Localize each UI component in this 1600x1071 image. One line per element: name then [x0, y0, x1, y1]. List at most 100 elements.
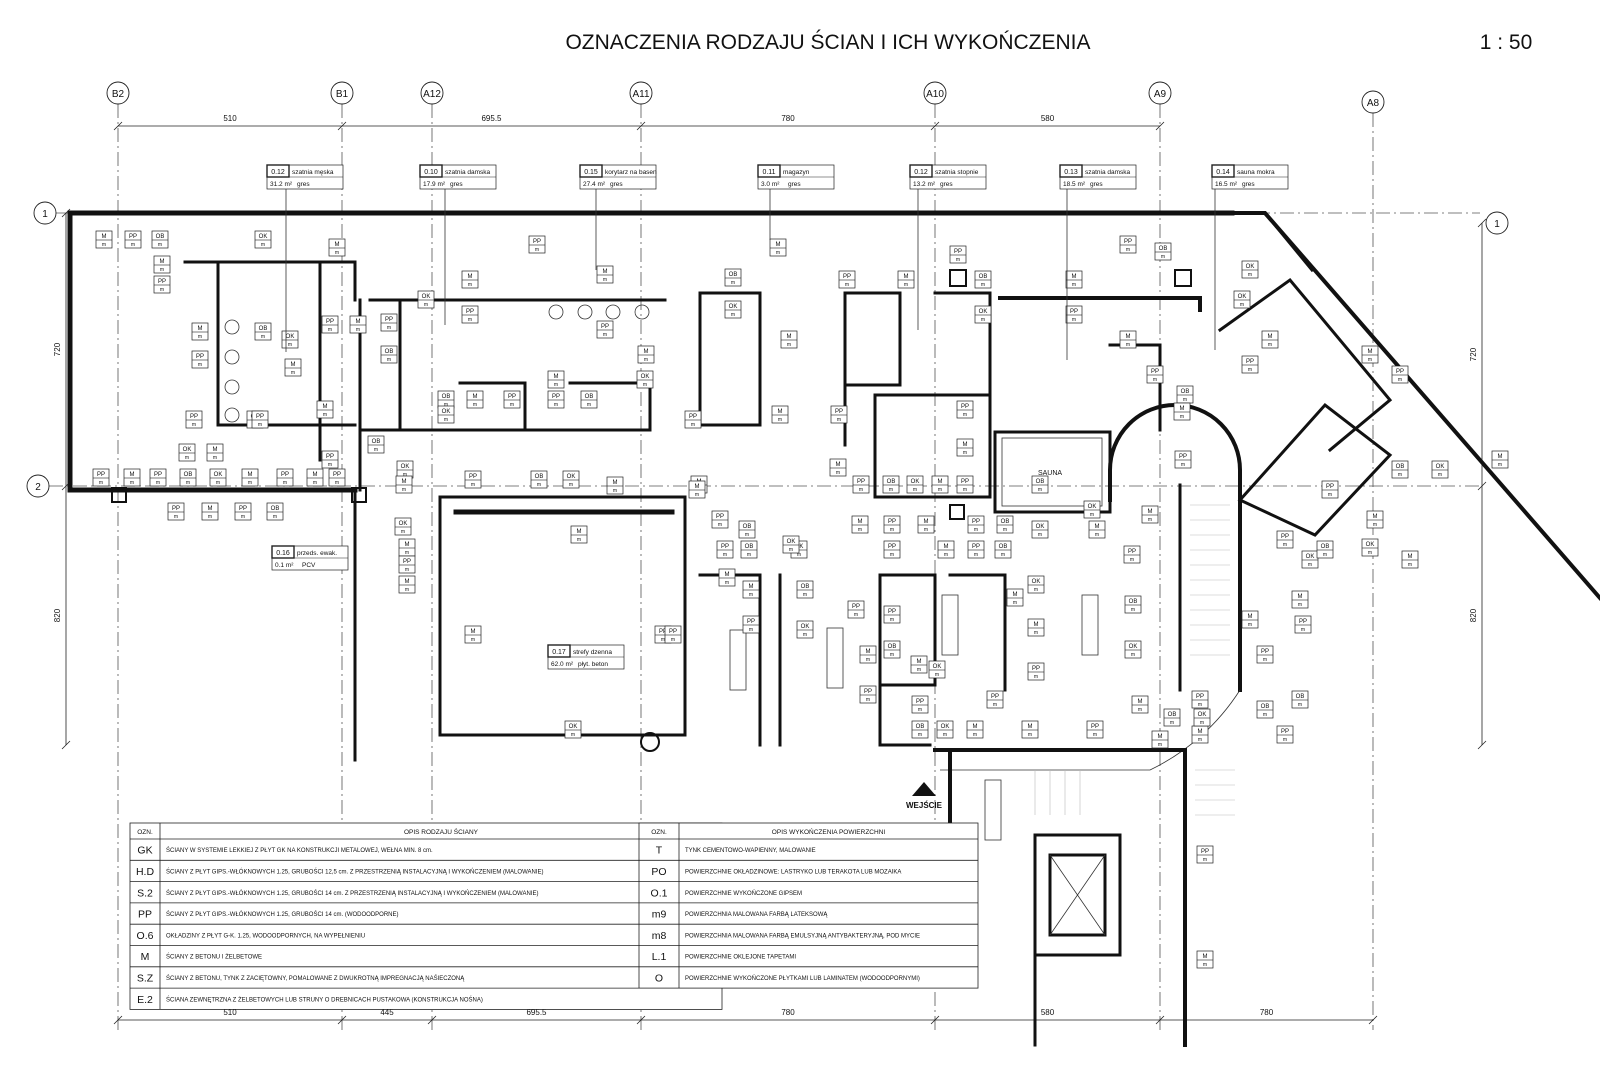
- wall-tag-finish: m: [537, 482, 541, 488]
- wall-tag-code: PP: [852, 604, 860, 610]
- dimension-label: 510: [223, 114, 237, 123]
- wall-tag-finish: m: [1283, 542, 1287, 548]
- wall-tag: OBm: [996, 515, 1014, 534]
- wall-tag-code: PP: [689, 414, 697, 420]
- wall-tag-finish: m: [973, 732, 977, 738]
- wall-tag-code: PP: [97, 472, 105, 478]
- dimension-label: 695.5: [526, 1008, 547, 1017]
- wall-tag-finish: m: [613, 488, 617, 494]
- wall-tag-finish: m: [1248, 622, 1252, 628]
- wall-tag-code: PP: [1128, 549, 1136, 555]
- wall-tag: OB m: [530, 470, 548, 489]
- wall-tag-code: M: [1368, 349, 1373, 355]
- wall-tag-finish: m: [854, 612, 858, 618]
- wall-tag-code: M: [130, 472, 135, 478]
- wall-tag: PPm: [883, 540, 901, 559]
- wall-tag: Mm: [769, 238, 787, 257]
- axis-label-row-1: 1: [42, 209, 48, 220]
- wall-tag-finish: m: [328, 462, 332, 468]
- wall-tag: Mm: [910, 655, 928, 674]
- wall-tag-finish: m: [288, 342, 292, 348]
- room-number: 0.17: [552, 649, 566, 656]
- wall-tag-finish: m: [1248, 272, 1252, 278]
- legend-desc: ŚCIANY W SYSTEMIE LEKKIEJ Z PŁYT GK NA K…: [166, 846, 433, 854]
- wall-tag-finish: m: [424, 302, 428, 308]
- room-name: magazyn: [783, 169, 810, 176]
- wall-tag-finish: m: [993, 702, 997, 708]
- wall-tag: Mm: [466, 390, 484, 409]
- wall-tag-finish: m: [1398, 377, 1402, 383]
- wall-tag-finish: m: [473, 402, 477, 408]
- room-number: 0.10: [424, 169, 438, 176]
- wall-tag: PPm: [547, 390, 565, 409]
- wall-tag-finish: m: [956, 257, 960, 263]
- wall-tag-code: OB: [535, 474, 544, 480]
- wall-tag-finish: m: [1126, 342, 1130, 348]
- wall-tag: OBm: [1291, 690, 1309, 709]
- wall-tag-code: PP: [403, 559, 411, 565]
- wall-tag: Mm: [1119, 330, 1137, 349]
- wall-tag: PPm: [664, 625, 682, 644]
- wall-tag-code: PP: [1261, 649, 1269, 655]
- room-name: strefy dzenna: [573, 649, 612, 656]
- wall-tag: OBm: [724, 268, 742, 287]
- wall-tag-code: PP: [1091, 724, 1099, 730]
- wall-tag-finish: m: [723, 552, 727, 558]
- wall-tag-finish: m: [1200, 720, 1204, 726]
- wall-tag-finish: m: [603, 332, 607, 338]
- room-number: 0.13: [1064, 169, 1078, 176]
- wall-tag-code: PP: [385, 317, 393, 323]
- dimension-label: 780: [1260, 1008, 1274, 1017]
- wall-tag-code: OB: [999, 544, 1008, 550]
- wall-tag-code: OK: [399, 521, 408, 527]
- wall-tag-finish: m: [691, 422, 695, 428]
- wall-tag: OKm: [562, 470, 580, 489]
- wall-tag-finish: m: [1161, 254, 1165, 260]
- room-number: 0.16: [276, 550, 290, 557]
- wall-tag-finish: m: [644, 357, 648, 363]
- wall-tag-code: M: [248, 472, 253, 478]
- room-number: 0.11: [762, 169, 775, 176]
- wall-tag-code: M: [1028, 724, 1033, 730]
- wall-tag-code: OK: [183, 447, 192, 453]
- dimension-label: 820: [1469, 608, 1478, 622]
- wall-tag: PPm: [1174, 450, 1192, 469]
- wall-tag-code: PP: [1281, 729, 1289, 735]
- wall-tag-code: PP: [1281, 534, 1289, 540]
- wall-tag: OBm: [1256, 700, 1274, 719]
- wall-tag-code: M: [836, 462, 841, 468]
- wall-tag-code: OK: [214, 472, 223, 478]
- wall-tag-code: PP: [747, 619, 755, 625]
- wall-tag: PPm: [1256, 645, 1274, 664]
- wall-tag-code: M: [1373, 514, 1378, 520]
- room-name: sauna mokra: [1237, 169, 1275, 176]
- wall-tag-code: M: [1148, 509, 1153, 515]
- room-area: 13.2 m²: [913, 181, 936, 188]
- wall-tag-finish: m: [356, 327, 360, 333]
- wall-tag: OBm: [974, 270, 992, 289]
- wall-tag: PPm: [596, 320, 614, 339]
- wall-tag-finish: m: [1498, 462, 1502, 468]
- legend-desc: ŚCIANY Z PŁYT GIPS.-WŁÓKNOWYCH 1.25, GRU…: [166, 889, 539, 897]
- axis-label-row-1-right: 1: [1494, 219, 1500, 230]
- room-number: 0.12: [271, 169, 285, 176]
- wall-tag-finish: m: [1038, 532, 1042, 538]
- room-finish: gres: [1090, 181, 1103, 188]
- wall-tag-code: PP: [154, 472, 162, 478]
- wall-tag: PPm: [711, 510, 729, 529]
- wall-tag-finish: m: [261, 334, 265, 340]
- wall-tag: PPm: [967, 540, 985, 559]
- wall-tag-code: OB: [585, 394, 594, 400]
- wall-tag-code: PP: [552, 394, 560, 400]
- wall-tag-code: M: [1498, 454, 1503, 460]
- wall-tag-finish: m: [1028, 732, 1032, 738]
- wall-tag-code: PP: [972, 544, 980, 550]
- wall-tag: PPm: [92, 468, 110, 487]
- wall-tag-finish: m: [185, 455, 189, 461]
- room-finish: gres: [1242, 181, 1255, 188]
- wall-tag: OBm: [179, 468, 197, 487]
- legend-desc: POWIERZCHNIA MALOWANA FARBĄ EMULSYJNĄ AN…: [685, 933, 920, 939]
- wall-tag-code: PP: [1151, 369, 1159, 375]
- wall-tag-code: OB: [1036, 479, 1045, 485]
